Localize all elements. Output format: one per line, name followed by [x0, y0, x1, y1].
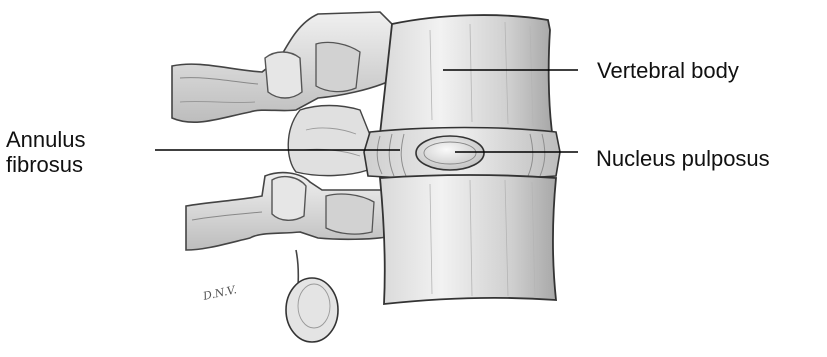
facet-joint [288, 106, 372, 176]
annulus-fibrosus-label: Annulus fibrosus [6, 127, 86, 177]
annulus-fibrosus-label-line2: fibrosus [6, 152, 86, 177]
lower-process [186, 173, 394, 250]
nucleus-pulposus-shape [416, 136, 484, 170]
upper-vertebral-body [380, 15, 552, 134]
lower-vertebral-body [380, 175, 556, 304]
intervertebral-disc [364, 128, 560, 180]
nucleus-pulposus-label: Nucleus pulposus [596, 146, 770, 171]
vertebral-body-label: Vertebral body [597, 58, 739, 83]
annulus-fibrosus-label-line1: Annulus [6, 127, 86, 152]
spinous-process-bottom [286, 250, 338, 342]
artist-signature: D.N.V. [201, 283, 238, 303]
upper-process [172, 12, 398, 122]
